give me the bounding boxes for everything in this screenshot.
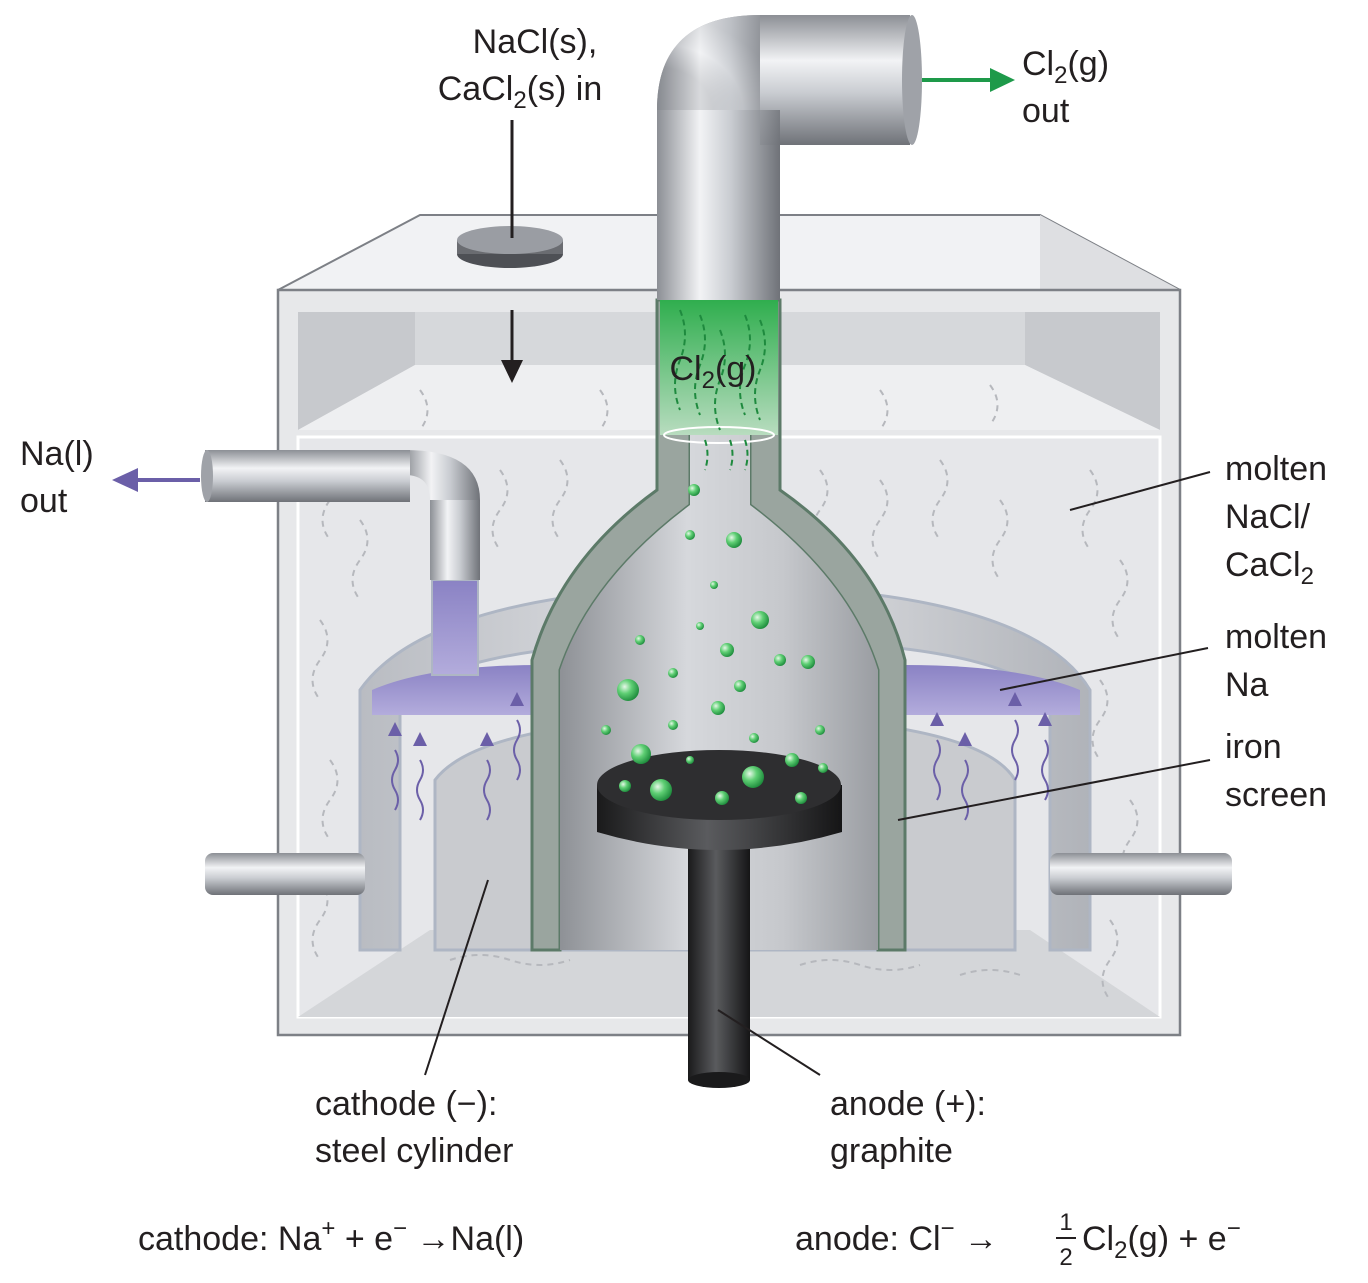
na-out-arrow xyxy=(112,468,200,492)
iron-screen-line2: screen xyxy=(1225,776,1327,814)
anode-disk-top xyxy=(597,750,841,820)
chlorine-bubble xyxy=(668,720,678,730)
label-na-out: Na(l) out xyxy=(20,435,94,520)
salt-feed xyxy=(457,120,563,383)
anode-eq-frac-den: 2 xyxy=(1059,1244,1072,1271)
label-molten-na: molten Na xyxy=(1225,618,1327,704)
cathode-line1: cathode (−): xyxy=(315,1085,497,1123)
chlorine-bubble xyxy=(686,756,694,764)
cl2-out-line2: out xyxy=(1022,92,1070,130)
label-anode: anode (+): graphite xyxy=(830,1085,986,1170)
anode-eq-tail: Cl2(g) + e− xyxy=(1082,1215,1241,1264)
anode-eq-lead: anode: Cl− → xyxy=(795,1215,998,1258)
na-out-line1: Na(l) xyxy=(20,435,94,473)
chlorine-bubble xyxy=(601,725,611,735)
sodium-arrowheads xyxy=(388,692,1052,746)
label-cl2-inside: Cl2(g) xyxy=(669,350,756,394)
cathode-rod-left xyxy=(205,853,365,895)
anode-stem xyxy=(688,840,750,1080)
na-out-line2: out xyxy=(20,482,68,520)
chlorine-bubble xyxy=(734,680,746,692)
label-molten-salt: molten NaCl/ CaCl2 xyxy=(1225,450,1327,590)
cathode-equation: cathode: Na+ + e− →Na(l) xyxy=(138,1215,524,1258)
cl2-pipe-vertical xyxy=(657,110,780,300)
anode-line1: anode (+): xyxy=(830,1085,986,1123)
cathode-rod-right xyxy=(1050,853,1232,895)
molten-na-line1: molten xyxy=(1225,618,1327,656)
iron-screen-line1: iron xyxy=(1225,728,1282,766)
na-pipe-vertical xyxy=(430,500,480,580)
feed-arrowhead xyxy=(501,360,523,383)
chlorine-bubble xyxy=(818,763,828,773)
leader-cathode xyxy=(424,879,489,1076)
chlorine-bubble xyxy=(815,725,825,735)
label-iron-screen: iron screen xyxy=(1225,728,1327,814)
cl2-out-line1: Cl2(g) xyxy=(1022,45,1109,89)
chlorine-bubble xyxy=(688,484,700,496)
molten-na-layer-right xyxy=(905,665,1080,715)
leader-iron-screen xyxy=(897,759,1211,821)
chlorine-bubble xyxy=(751,611,769,629)
molten-salt-line1: molten xyxy=(1225,450,1327,488)
chlorine-bubble xyxy=(668,668,678,678)
chlorine-bubble xyxy=(785,753,799,767)
chlorine-bubble xyxy=(742,766,764,788)
chlorine-bubble xyxy=(710,581,718,589)
cathode-line2: steel cylinder xyxy=(315,1132,513,1170)
chlorine-bubble xyxy=(631,744,651,764)
chlorine-bubble xyxy=(715,791,729,805)
anode-stem-bottom xyxy=(688,1072,750,1088)
chlorine-bubble xyxy=(650,779,672,801)
sodium-rising-arrows xyxy=(391,719,1049,821)
chlorine-bubble xyxy=(726,532,742,548)
molten-salt-texture xyxy=(311,384,1139,1001)
leader-anode xyxy=(717,1009,821,1076)
chlorine-wisps xyxy=(674,309,766,471)
cl2-out-arrow xyxy=(922,68,1015,92)
chlorine-bubble xyxy=(711,701,725,715)
anode-eq-frac-num: 1 xyxy=(1059,1209,1072,1236)
tank-inner-back xyxy=(298,312,415,430)
na-pipe-mouth xyxy=(201,450,213,502)
sodium-outlet-pipe xyxy=(201,450,480,676)
tank-inner-right xyxy=(1025,312,1160,430)
leader-lines xyxy=(424,471,1211,1076)
na-pipe-elbow xyxy=(405,450,480,500)
molten-na-layer-left xyxy=(372,665,540,715)
molten-salt-line2: NaCl/ xyxy=(1225,498,1311,536)
na-pipe-horizontal xyxy=(205,450,410,502)
chlorine-bubble xyxy=(685,530,695,540)
chlorine-bubble xyxy=(774,654,786,666)
na-pipe-riser xyxy=(431,579,479,676)
leader-molten-na xyxy=(999,647,1209,691)
chlorine-bubble xyxy=(720,643,734,657)
anode-line2: graphite xyxy=(830,1132,953,1170)
leader-molten-salt xyxy=(1069,471,1211,511)
cl2-pipe-horizontal xyxy=(760,15,910,145)
anode-equation: anode: Cl− → 1 2 Cl2(g) + e− xyxy=(795,1209,1241,1271)
gas-liquid-surface xyxy=(663,426,775,444)
cl2-pipe-mouth xyxy=(902,15,922,145)
chlorine-bubble xyxy=(617,679,639,701)
label-cl2-out: Cl2(g) out xyxy=(1022,45,1109,130)
chlorine-bubble xyxy=(635,635,645,645)
feed-port-top xyxy=(457,226,563,254)
chlorine-bubble xyxy=(619,780,631,792)
chlorine-bubble xyxy=(795,792,807,804)
nacl-in-line1: NaCl(s), xyxy=(473,23,598,61)
nacl-in-line2: CaCl2(s) in xyxy=(438,70,603,114)
chlorine-bubble xyxy=(696,622,704,630)
graphite-anode xyxy=(597,750,842,1088)
cl2-pipe-elbow-inner xyxy=(657,15,780,145)
chlorine-bubbles xyxy=(601,484,828,805)
molten-na-line2: Na xyxy=(1225,666,1269,704)
label-cathode: cathode (−): steel cylinder xyxy=(315,1085,513,1170)
chlorine-bubble xyxy=(749,733,759,743)
chlorine-outlet-pipe xyxy=(657,15,922,300)
molten-salt-line3: CaCl2 xyxy=(1225,546,1314,590)
chlorine-bubble xyxy=(801,655,815,669)
label-nacl-in: NaCl(s), CaCl2(s) in xyxy=(438,23,603,114)
